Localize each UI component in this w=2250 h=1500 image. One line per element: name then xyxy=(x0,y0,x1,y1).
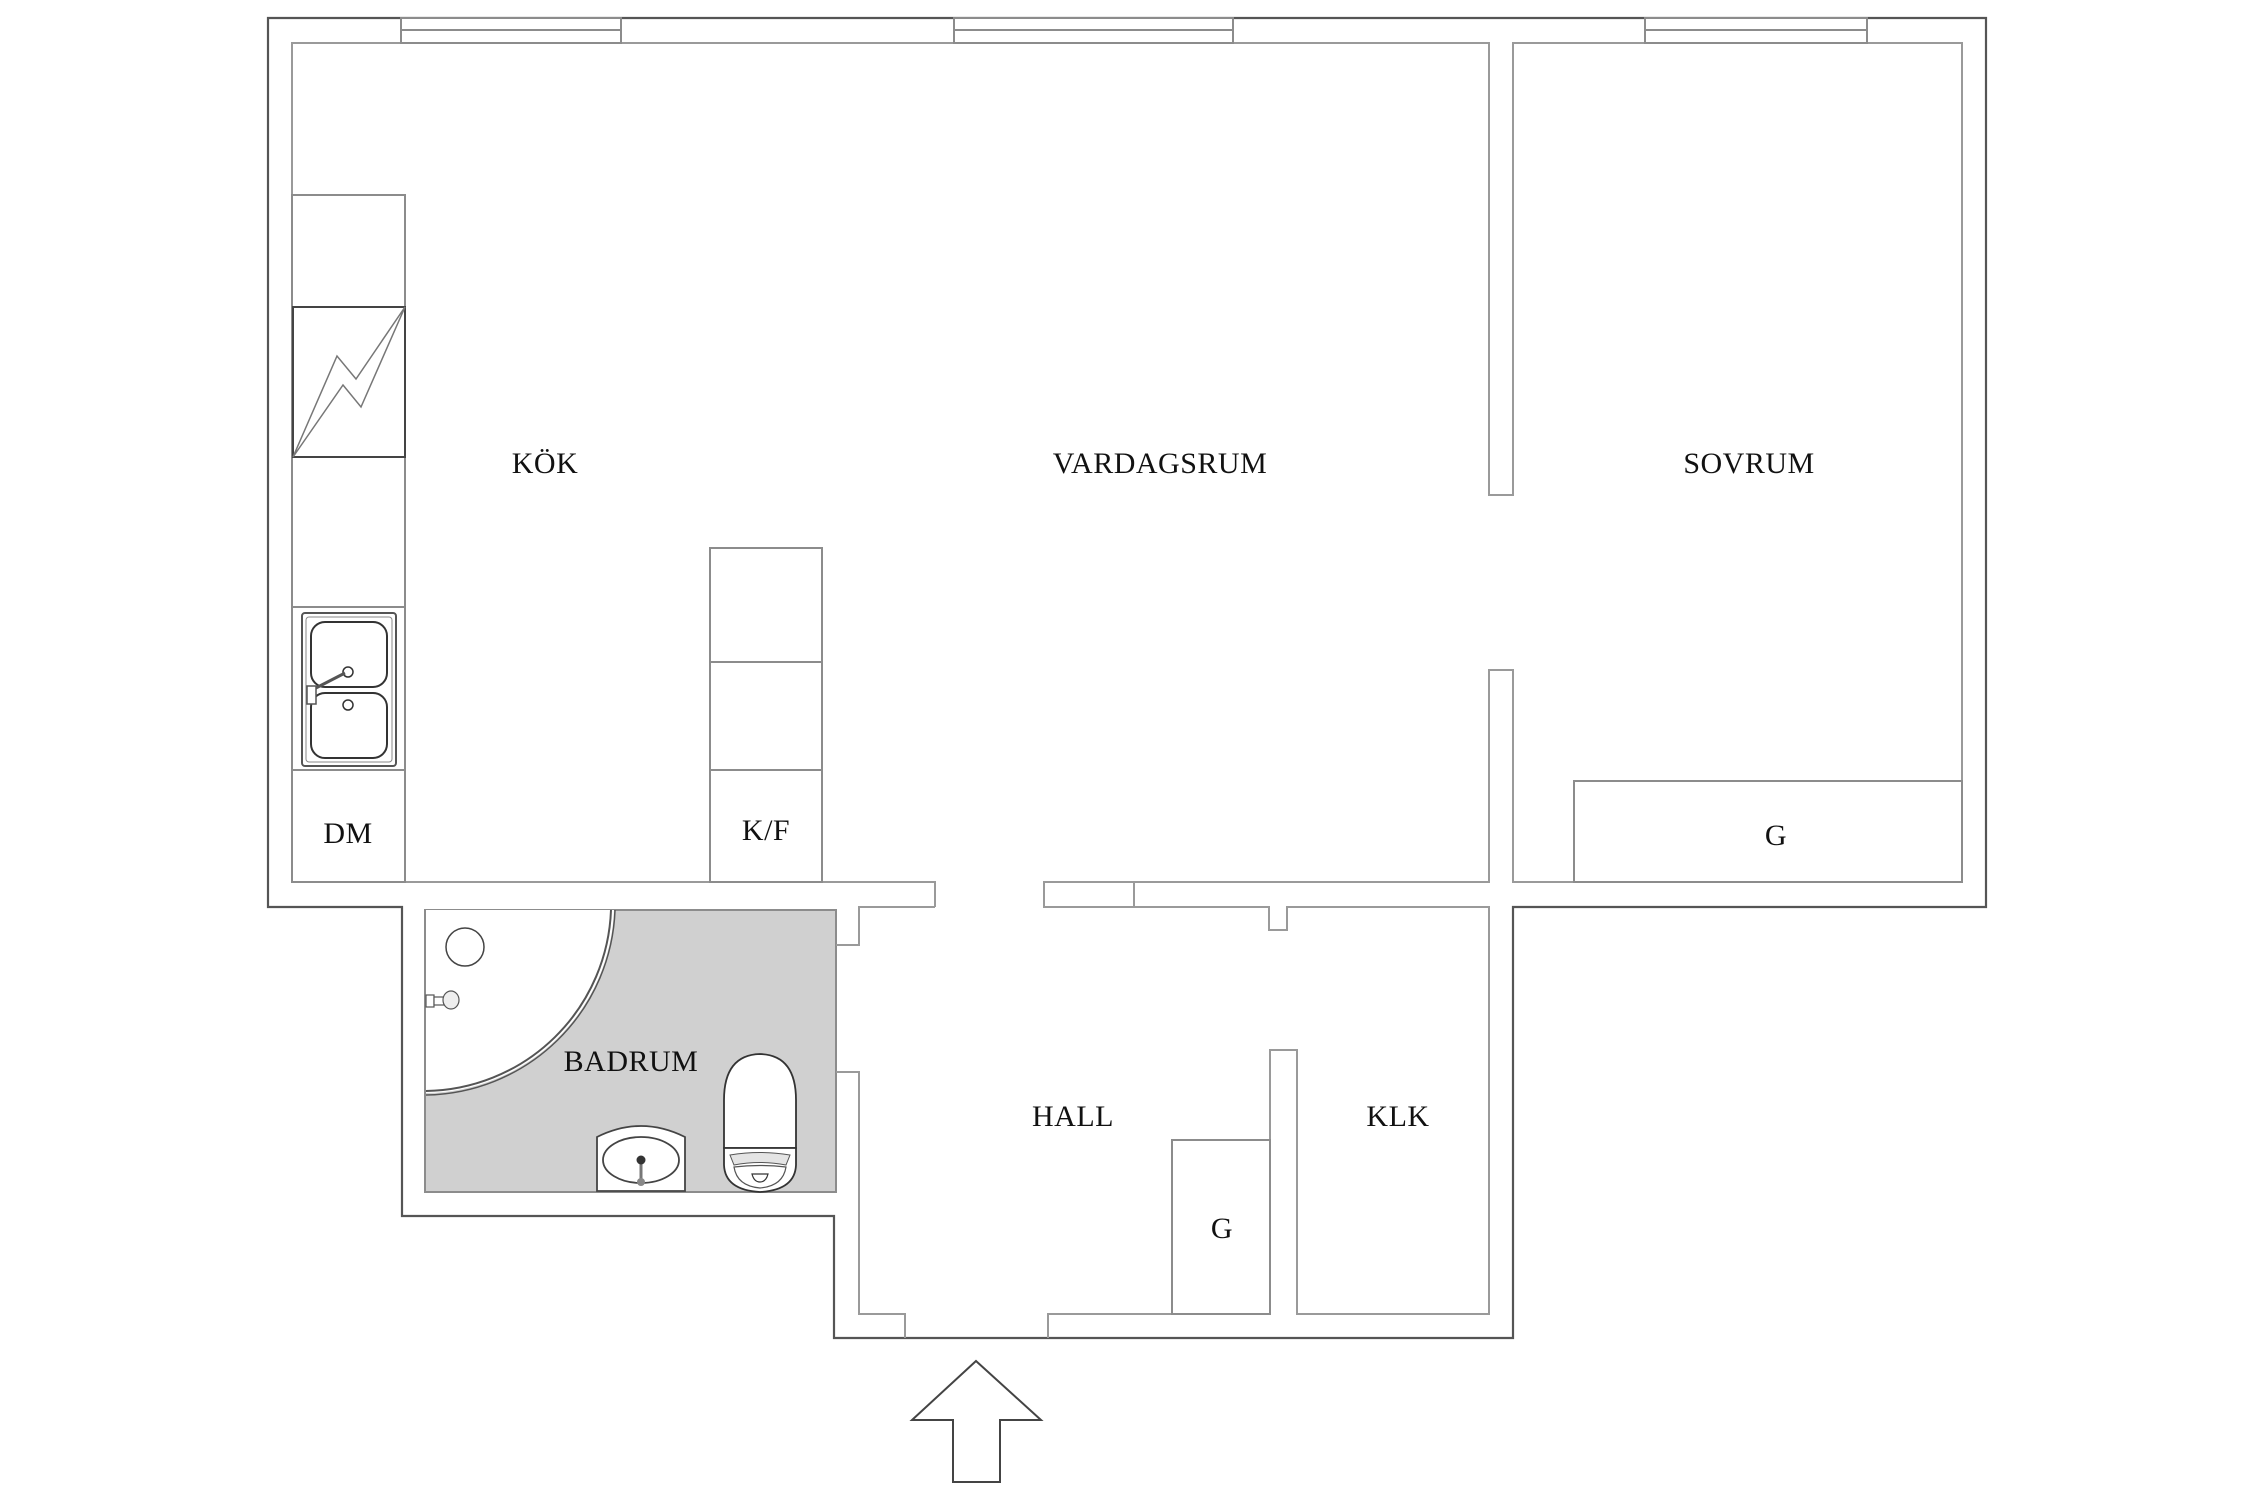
fixture-label-kf: K/F xyxy=(741,814,791,847)
fridge-freezer-column xyxy=(709,547,823,883)
fixture-label-g-sovrum: G xyxy=(1764,819,1788,852)
fixture-label-g-hall: G xyxy=(1210,1212,1234,1245)
room-label-klk: KLK xyxy=(1366,1100,1430,1133)
fixture-label-dm: DM xyxy=(323,817,373,850)
room-label-vardagsrum: VARDAGSRUM xyxy=(1052,447,1268,480)
entrance-arrow-icon xyxy=(909,1359,1044,1483)
hall-left-wall xyxy=(836,906,935,1338)
double-sink-icon xyxy=(301,612,397,767)
washbasin-icon xyxy=(596,1125,686,1192)
stove-icon xyxy=(292,306,406,458)
hall-wardrobe xyxy=(1171,1139,1271,1315)
window-living xyxy=(953,17,1234,44)
bedroom-wardrobe xyxy=(1573,780,1963,883)
room-label-badrum: BADRUM xyxy=(563,1045,699,1078)
window-bedroom xyxy=(1644,17,1868,44)
room-label-sovrum: SOVRUM xyxy=(1683,447,1815,480)
toilet-icon xyxy=(723,1053,797,1193)
window-kitchen xyxy=(400,17,622,44)
room-label-kok: KÖK xyxy=(511,447,579,480)
room-label-hall: HALL xyxy=(1032,1100,1114,1133)
kitchen-counter xyxy=(291,194,406,883)
outer-wall xyxy=(266,16,1988,1340)
shower-icon xyxy=(425,909,616,1096)
